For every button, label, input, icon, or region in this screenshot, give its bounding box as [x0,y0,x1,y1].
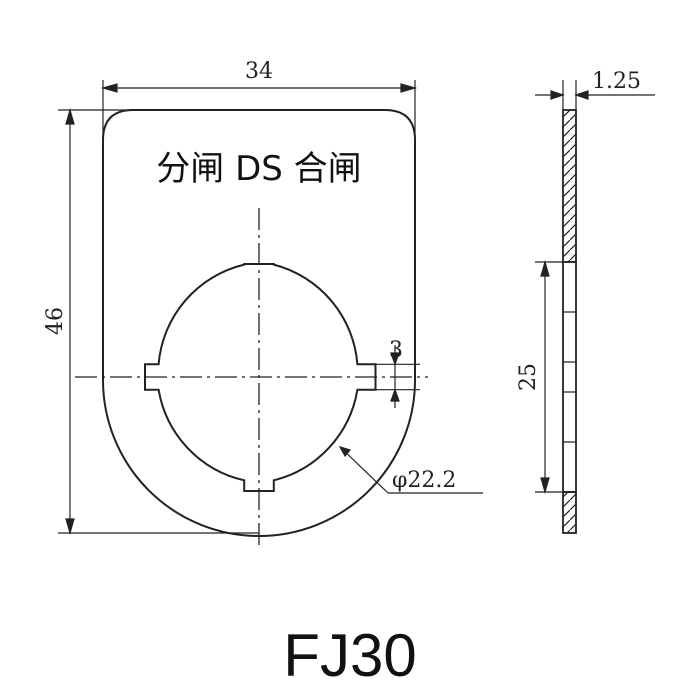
side-view [562,109,577,534]
dim-thickness: 1.25 [592,69,641,94]
dim-hole-diameter: φ22.2 [392,468,456,493]
dim-side-span: 25 [516,363,541,391]
dim-height: 46 [43,307,68,335]
side-dimension-lines [535,90,655,495]
extension-lines [58,80,420,534]
mounting-hole [144,263,377,492]
plate-outline [102,109,416,537]
dim-key-width: 3 [389,338,403,363]
side-hatched-top [562,109,577,263]
side-hatched-bottom [562,491,577,534]
center-lines [75,208,428,545]
front-view [102,109,416,537]
dim-width: 34 [245,59,273,84]
plate-label: 分闸 DS 合闸 [156,149,361,189]
side-plain-middle [562,261,577,493]
model-name: FJ30 [283,622,416,689]
dimension-lines [65,83,483,536]
